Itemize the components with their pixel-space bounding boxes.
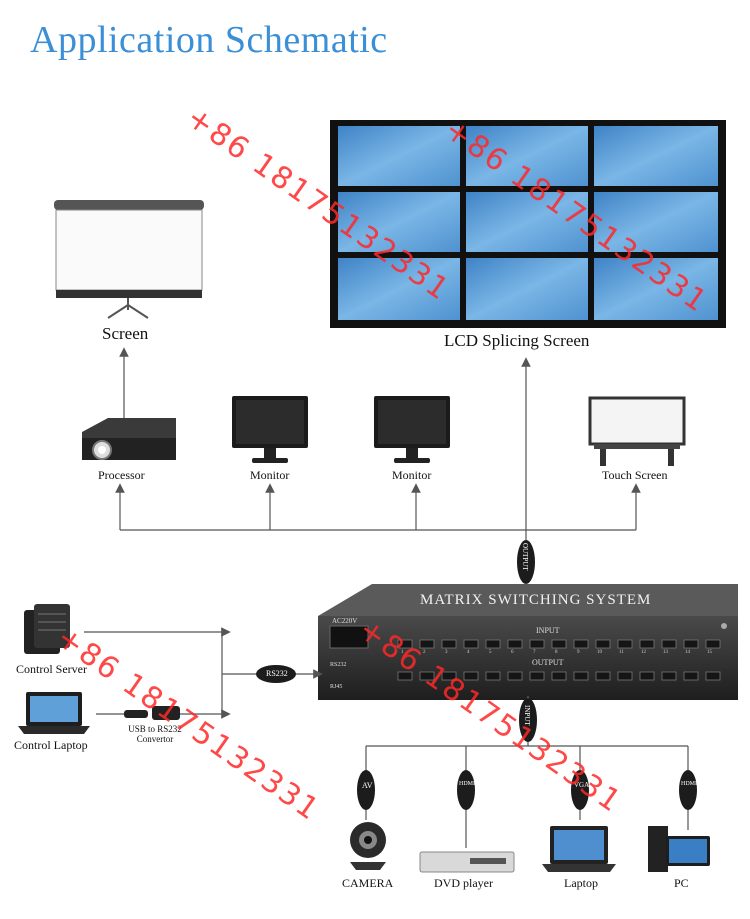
camera-label: CAMERA [342, 876, 394, 890]
page-title: Application Schematic [30, 19, 388, 61]
monitor-label: Monitor [392, 468, 432, 482]
dvd-player-label: DVD player [434, 876, 493, 890]
processor-label: Processor [98, 468, 145, 482]
touch-screen-icon [588, 396, 686, 466]
ethernet-port-label: RJ45 [330, 684, 343, 690]
monitor-icon [232, 396, 308, 463]
lcd-wall-label: LCD Splicing Screen [444, 331, 590, 350]
projector-icon [82, 418, 176, 460]
camera-icon [350, 822, 386, 870]
usb-converter-label: USB to RS232 Convertor [128, 724, 182, 744]
camera-tag-label: AV [362, 781, 373, 790]
control-server-label: Control Server [16, 662, 87, 676]
pc-icon [648, 826, 710, 872]
laptop-icon [542, 826, 616, 872]
usb-converter-icon [124, 706, 180, 720]
rs232-tag-label: RS232 [266, 669, 288, 678]
input-tag-label: INPUT [523, 705, 531, 726]
control-laptop-label: Control Laptop [14, 738, 88, 752]
screen-label: Screen [102, 324, 149, 343]
pc-label: PC [674, 876, 689, 890]
rs232-tag [256, 665, 296, 683]
laptop-label: Laptop [564, 876, 598, 890]
monitor-icon [374, 396, 450, 463]
control-server-icon [24, 604, 70, 654]
output-tag-label: OUTPUT [521, 543, 529, 571]
dvd-player-icon [419, 851, 515, 873]
matrix-title: MATRIX SWITCHING SYSTEM [420, 592, 652, 608]
panel-output-label: OUTPUT [532, 658, 564, 667]
matrix-switcher-icon [318, 584, 738, 700]
projection-screen-icon [54, 200, 204, 319]
rs232-port-label: RS232 [330, 662, 347, 668]
laptop-tag-label: VGA [574, 781, 590, 789]
control-laptop-icon [18, 692, 90, 734]
pc-tag-label: HDMI [681, 781, 697, 787]
panel-input-label: INPUT [536, 626, 560, 635]
input-tag [519, 698, 537, 742]
monitor-label: Monitor [250, 468, 290, 482]
output-tag [517, 540, 535, 584]
lcd-splicing-screen-icon [330, 120, 726, 328]
power-label: AC220V [332, 617, 358, 625]
touch-screen-label: Touch Screen [602, 468, 668, 482]
dvd-tag-label: HDMI [459, 781, 475, 787]
